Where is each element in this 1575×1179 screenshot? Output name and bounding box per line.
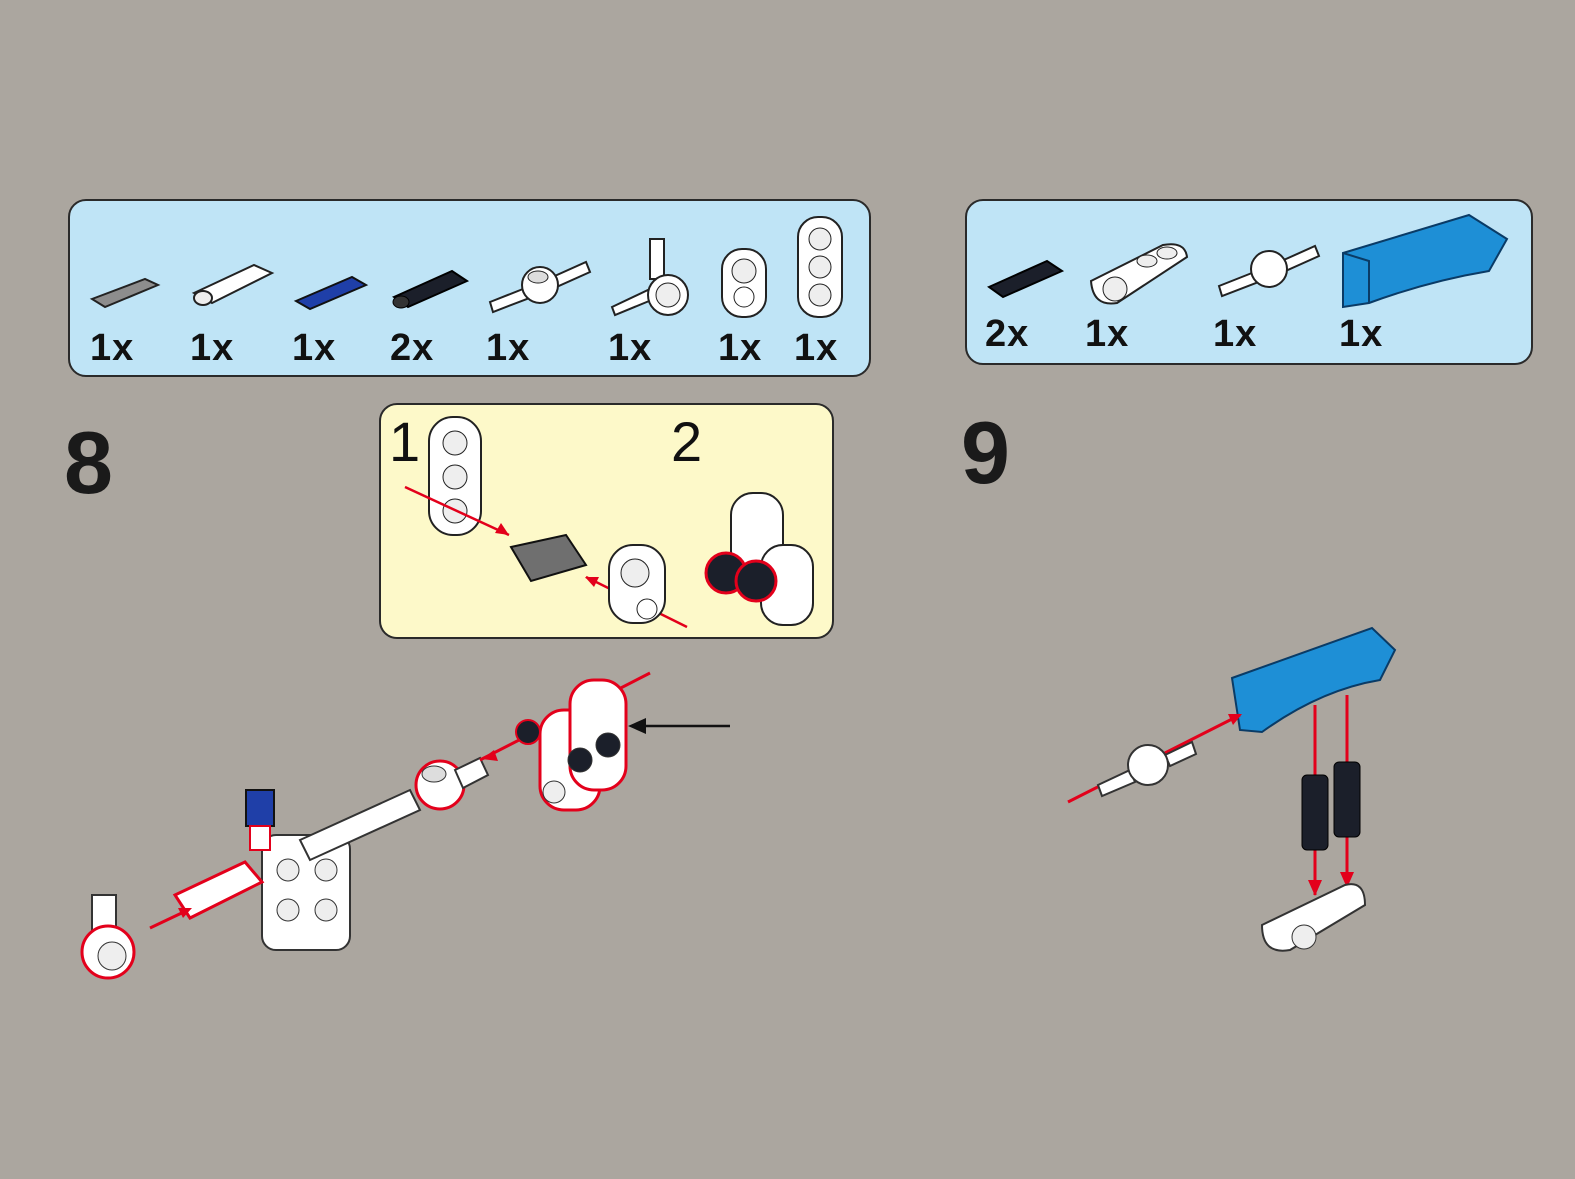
part-count: 1x <box>292 327 337 369</box>
black-friction-pin-icon <box>392 269 470 309</box>
white-axle-joiner-icon <box>191 263 275 306</box>
step-9-parts-list: 2x 1x 1x 1x <box>965 199 1533 365</box>
part-count: 1x <box>90 327 135 369</box>
gray-axle-connector-icon <box>89 277 161 309</box>
sub-step-number: 2 <box>671 410 703 473</box>
white-beam-assembly <box>245 788 422 951</box>
blue-panel-fairing-icon <box>1342 213 1509 309</box>
white-perpendicular-axle-connector-icon <box>610 238 689 317</box>
part-count: 1x <box>1339 313 1384 355</box>
sub-step-number: 1 <box>389 410 421 473</box>
part-count: 1x <box>486 327 531 369</box>
black-friction-pin-icon <box>987 259 1065 299</box>
part-count: 1x <box>608 327 653 369</box>
blue-axle-pin-icon <box>293 275 369 311</box>
part-count: 2x <box>985 313 1030 355</box>
part-count: 1x <box>718 327 763 369</box>
white-double-connector-icon <box>797 216 843 318</box>
part-count: 1x <box>794 327 839 369</box>
part-count: 1x <box>190 327 235 369</box>
step-8-parts-list: 1x 1x 1x 2x 1x 1x 1x 1x <box>68 199 871 377</box>
part-count: 1x <box>1213 313 1258 355</box>
part-count: 2x <box>390 327 435 369</box>
white-cross-block-icon <box>1089 243 1189 305</box>
white-axle-ball-connector-icon <box>1217 244 1321 298</box>
white-pin-connector-icon <box>721 248 767 318</box>
step-number-9: 9 <box>961 403 1010 502</box>
subassembly-callout: 1 2 <box>379 403 834 639</box>
subassembly-illustration <box>404 416 814 629</box>
step-number-8: 8 <box>64 413 113 512</box>
part-count: 1x <box>1085 313 1130 355</box>
white-axle-ball-connector-icon <box>488 260 592 314</box>
